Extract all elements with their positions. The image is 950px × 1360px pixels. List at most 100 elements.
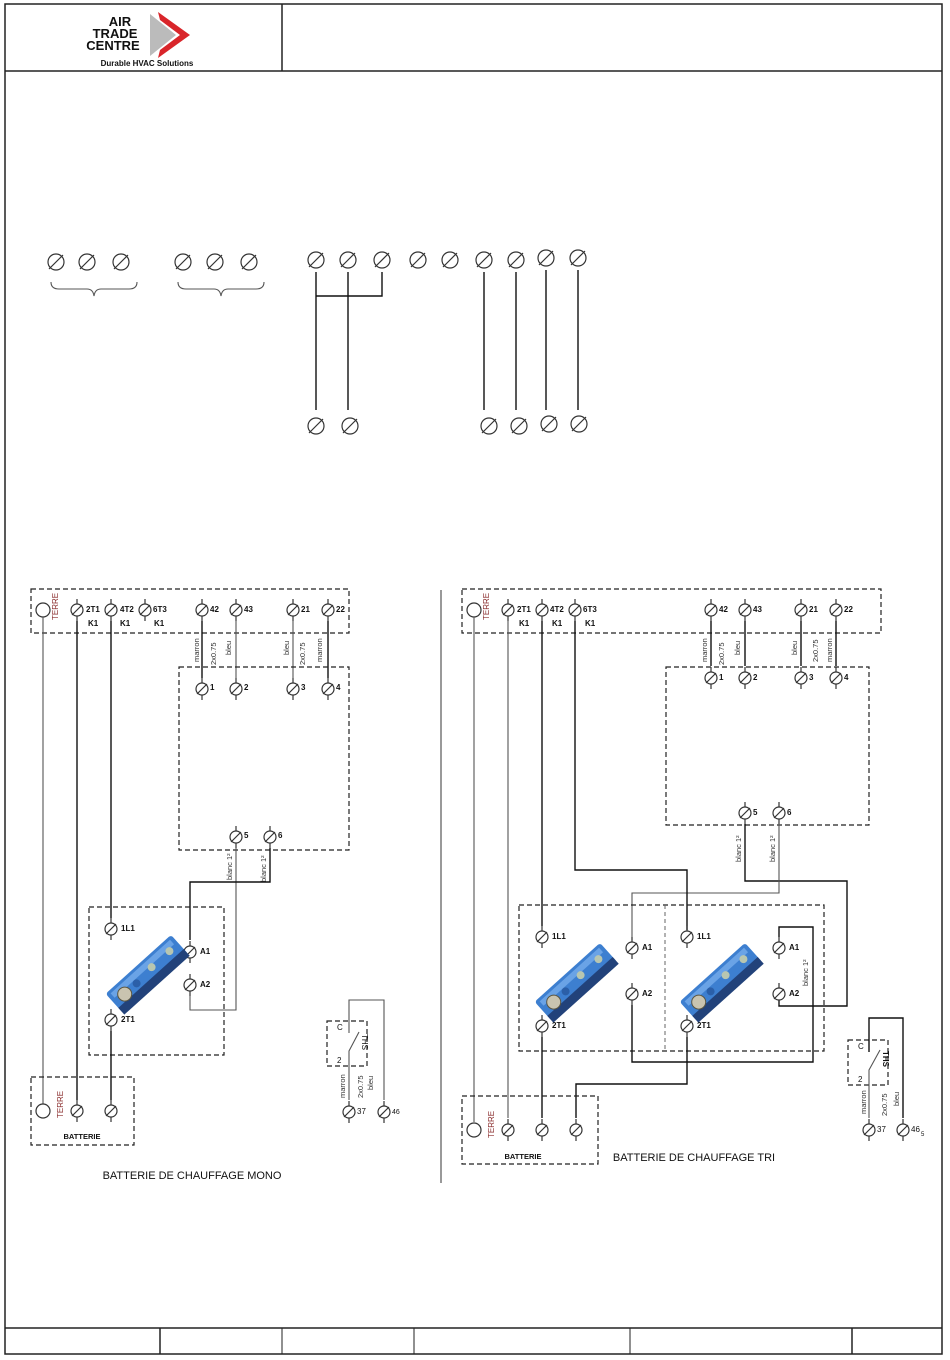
terminal-icon [625,982,639,1006]
battery-label: BATTERIE [64,1132,101,1141]
terminal-icon [772,936,786,960]
terminal-strip-diagram [47,249,588,435]
w-blanc-label: blanc 1² [734,835,743,862]
w-bleu-label: bleu [224,641,233,655]
w-blanc-label: blanc 1² [259,855,268,882]
terminal-icon [738,801,752,825]
terminal-icon [341,417,359,435]
earth-terminal-icon [35,1103,51,1119]
terminal-label: 6T3 [153,605,167,614]
terminal-icon [47,253,65,271]
terminal-icon [174,253,192,271]
terminal-icon [535,925,549,949]
terminal-icon [373,251,391,269]
earth-terminal-icon [466,602,482,618]
ths-c-label: C [337,1023,343,1032]
c-2t1-label: 2T1 [697,1021,711,1030]
t-2t1-label: 2T1 [517,605,531,614]
ths-2-label: 2 [337,1056,342,1065]
earth-terminal-icon [35,602,51,618]
terminal-icon [862,1118,876,1142]
terminal-icon [229,825,243,849]
terminal-icon [540,415,558,433]
terminal-icon [625,936,639,960]
terre-label: TERRE [487,1111,496,1138]
w-blanc-label: blanc 1² [801,959,810,986]
c-a1-label: A1 [789,943,800,952]
w-marron-label: marron [192,638,201,662]
terminal-icon [475,251,493,269]
terre-label: TERRE [482,593,491,620]
terminal-icon [195,598,209,622]
w-2x075-label: 2x0.75 [880,1093,889,1116]
tri-relay-box [665,666,870,826]
terminal-icon [441,251,459,269]
k1-label: K1 [88,619,99,628]
title-block-table [5,1327,942,1354]
terminal-label: 42 [210,605,219,614]
terminal-icon [183,973,197,997]
terminal-icon [829,598,843,622]
company-logo: AIR TRADE CENTRE Durable HVAC Solutions [86,12,194,68]
terminal-icon [286,677,300,701]
t46-suffix-label: 5 [921,1132,925,1138]
terminal-icon [507,251,525,269]
terminal-icon [896,1118,910,1142]
terminal-icon [772,801,786,825]
terminal-label: 4T2 [120,605,134,614]
w-marron-label: marron [315,638,324,662]
terminal-icon [480,417,498,435]
earth-terminal-icon [466,1122,482,1138]
t37-label: 37 [877,1125,886,1134]
terminal-label: 22 [336,605,345,614]
tri-contactor-box [518,904,825,1052]
terminal-icon [537,249,555,267]
mono-ths-box [326,1020,368,1067]
logo-tagline: Durable HVAC Solutions [101,59,194,68]
c-2t1-label: 2T1 [552,1021,566,1030]
mono-relay-box [178,666,350,851]
w-2x075-label: 2x0.75 [209,642,218,665]
w-marron-label: marron [825,638,834,662]
w-marron-label: marron [700,638,709,662]
terre-label: TERRE [56,1091,65,1118]
r4-label: 4 [336,683,341,692]
c-1l1-label: 1L1 [121,924,135,933]
terminal-icon [104,917,118,941]
ths-label: THS [360,1034,369,1050]
terminal-icon [738,598,752,622]
c-1l1-label: 1L1 [552,932,566,941]
terminal-icon [70,1099,84,1123]
t42-label: 42 [719,605,728,614]
r6-label: 6 [787,808,792,817]
w-bleu-label: bleu [282,641,291,655]
k1-label: K1 [585,619,596,628]
terminal-icon [738,666,752,690]
terminal-icon [568,598,582,622]
r4-label: 4 [844,673,849,682]
t46-label: 46 [911,1125,920,1134]
tri-battery-box [461,1095,599,1165]
terminal-icon [307,251,325,269]
tri-diagram: TERRE 2T1 K1 4T2 K1 6T3 K1 42 43 21 22 m… [461,588,925,1165]
logo-line3: CENTRE [86,38,140,53]
r2-label: 2 [753,673,758,682]
w-blanc-label: blanc 1² [225,853,234,880]
terminal-icon [321,677,335,701]
w-2x075-label: 2x0.75 [298,642,307,665]
terminal-icon [229,677,243,701]
terminal-icon [794,598,808,622]
t-6t3-label: 6T3 [583,605,597,614]
terminal-icon [510,417,528,435]
terminal-icon [321,598,335,622]
terminal-icon [240,253,258,271]
k1-label: K1 [519,619,530,628]
terminal-icon [377,1100,391,1124]
t-4t2-label: 4T2 [550,605,564,614]
ths-2-label: 2 [858,1075,863,1084]
c-a2-label: A2 [642,989,653,998]
logo-chevron-icon [158,12,190,58]
terminal-icon [569,1118,583,1142]
terminal-icon [772,982,786,1006]
